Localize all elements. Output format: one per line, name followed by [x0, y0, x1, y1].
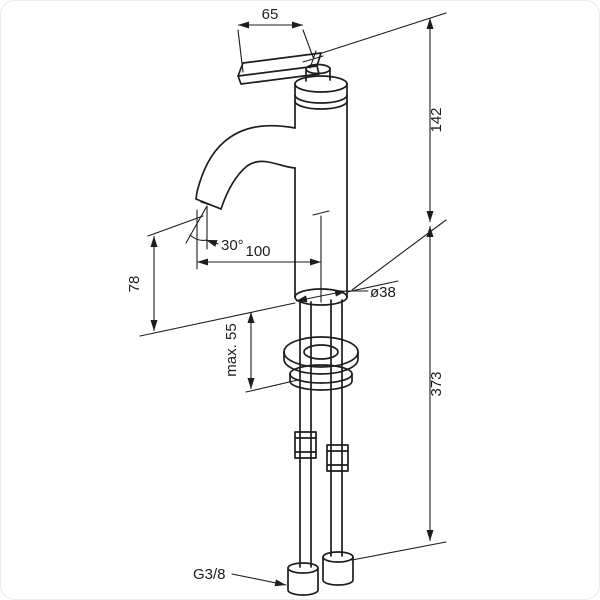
mounting-washer-edge [289, 373, 353, 391]
mounting-bracket-outer [283, 336, 359, 368]
angle-arc [189, 234, 208, 241]
left-fitting-body [287, 567, 319, 596]
body-sides [294, 83, 348, 298]
annotation-connection-thread: G3/8 [193, 566, 287, 587]
dim-100-label: 100 [245, 243, 270, 260]
lever-handle [237, 52, 322, 85]
dimension-outlet-height: 78 [126, 215, 204, 331]
dim-78-extensions [147, 215, 204, 237]
dimension-spout-angle: 30° [185, 205, 244, 254]
dimension-base-diameter: ø38 [295, 284, 396, 303]
dim-max55-label: max. 55 [223, 323, 240, 376]
dim-65-label: 65 [262, 6, 279, 23]
dimension-spout-reach: 100 [196, 209, 321, 270]
dim-65-extensions [237, 29, 314, 73]
dim-142-extensions [321, 12, 447, 291]
dim-373-label: 373 [428, 371, 445, 396]
g38-leader [231, 573, 287, 587]
dim-78-label: 78 [126, 276, 143, 293]
pipe-connectors [294, 431, 349, 472]
dim-373-extensions [351, 541, 447, 561]
deck-line [139, 280, 399, 337]
dimension-max-deck-thickness: max. 55 [223, 312, 299, 393]
angle-leader [205, 239, 219, 247]
center-marks [302, 50, 330, 216]
dimension-height-above-deck: 142 [321, 12, 447, 291]
right-fitting-body [322, 556, 354, 586]
spout [195, 124, 296, 210]
mounting-bracket-inner [303, 344, 339, 360]
spout-outlet [200, 201, 217, 208]
dimension-annotations: 65 142 373 78 100 30° [126, 6, 447, 587]
left-fitting-top [287, 562, 319, 574]
body-top-cap [294, 75, 348, 93]
right-fitting-top [322, 551, 354, 563]
dim-max55-extensions [245, 379, 299, 393]
dim-38-label: ø38 [370, 284, 396, 301]
faucet-body-group [139, 50, 399, 596]
mounting-bracket-edge [283, 351, 359, 375]
dim-142-label: 142 [428, 107, 445, 132]
dim-38-line [295, 289, 347, 303]
dim-30deg-label: 30° [221, 237, 244, 254]
supply-pipes [299, 299, 343, 568]
body-ring-groove [294, 94, 348, 110]
lever-stem-sides [305, 67, 331, 82]
g38-label: G3/8 [193, 566, 226, 583]
dimension-total-height: 373 [351, 226, 447, 561]
dimension-lever-length: 65 [237, 6, 314, 73]
